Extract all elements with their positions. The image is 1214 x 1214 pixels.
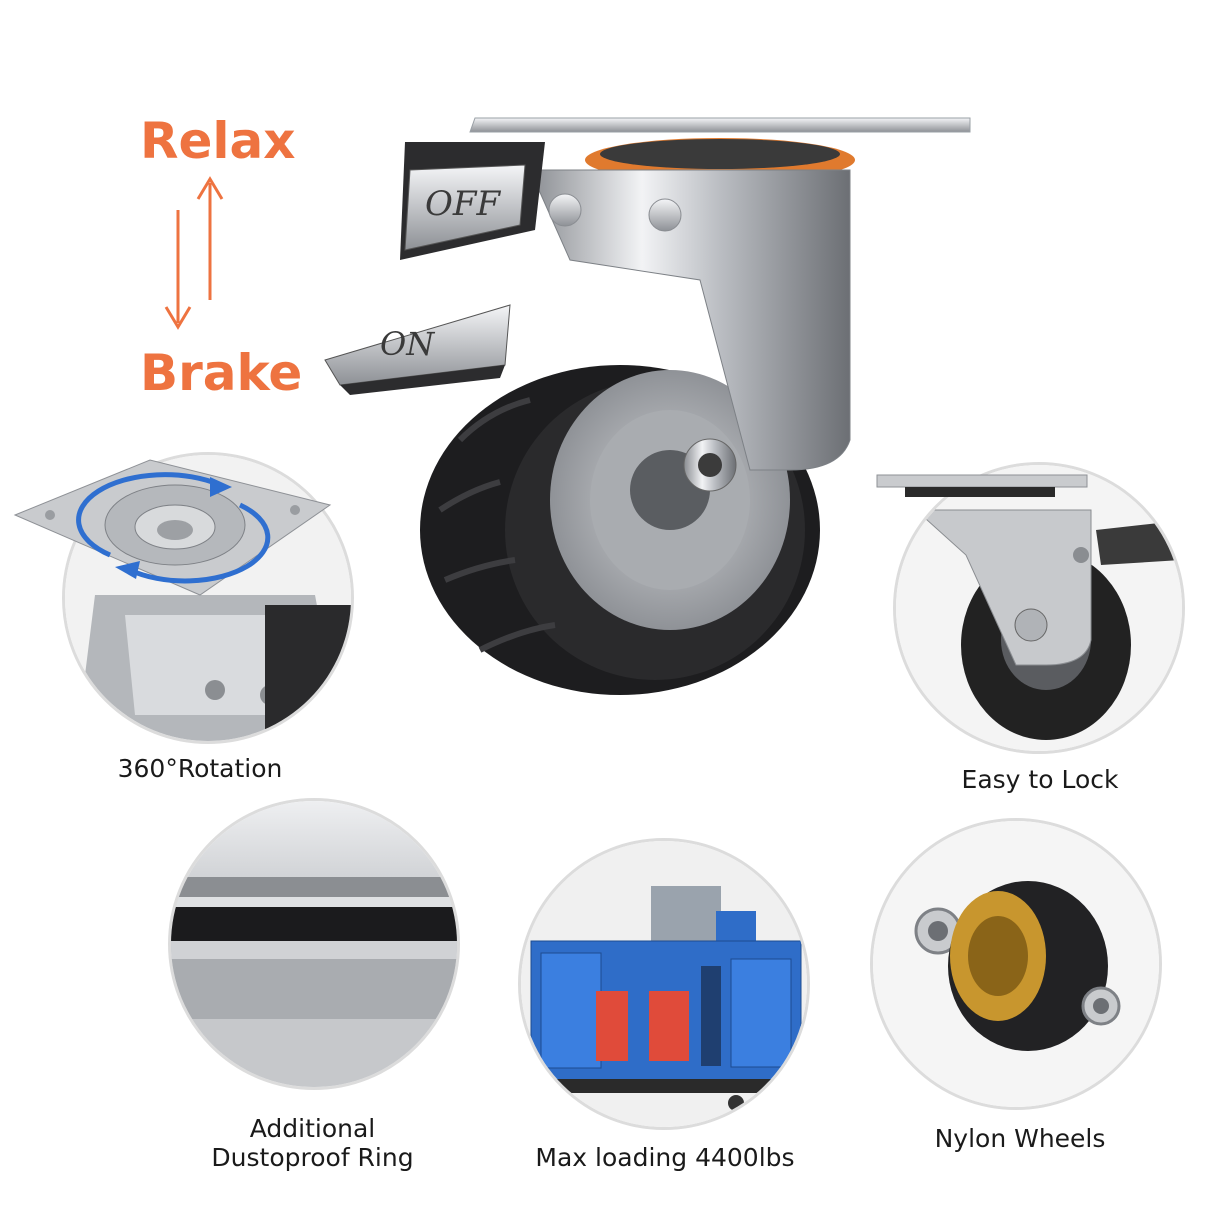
lock-feature-circle [893, 462, 1185, 754]
relax-label: Relax [140, 112, 296, 170]
caster-wheel-main-image: OFF ON [324, 117, 971, 695]
dustproof-caption: Additional Dustoproof Ring [180, 1114, 445, 1173]
pedal-off-text: OFF [425, 184, 501, 224]
lock-plate-image [876, 474, 1088, 497]
lock-caption: Easy to Lock [961, 765, 1119, 794]
dustproof-feature-circle [168, 798, 460, 1090]
relax-brake-arrows-icon [164, 176, 224, 330]
max-loading-caption: Max loading 4400lbs [535, 1143, 795, 1172]
dustproof-caption-line1: Additional [249, 1114, 376, 1143]
dustproof-caption-line2: Dustoproof Ring [211, 1142, 414, 1172]
brake-label: Brake [140, 344, 303, 402]
nylon-wheels-caption: Nylon Wheels [934, 1124, 1106, 1153]
max-loading-feature-circle [518, 838, 810, 1130]
rotation-plate-image [13, 459, 332, 596]
rotation-caption: 360°Rotation [117, 754, 283, 783]
pedal-on-text: ON [380, 325, 435, 363]
nylon-wheels-feature-circle [870, 818, 1162, 1110]
